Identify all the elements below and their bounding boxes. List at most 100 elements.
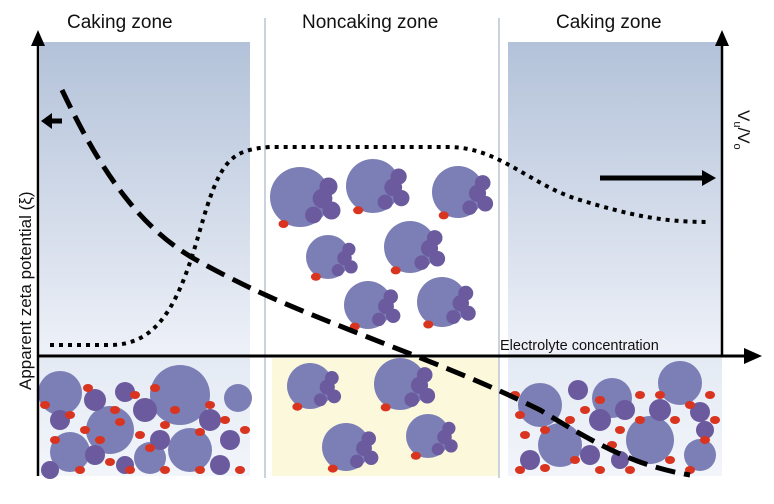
- medium-particle: [426, 230, 443, 246]
- medium-particle: [342, 242, 356, 256]
- y-axis-right-arrowhead: [715, 30, 729, 46]
- ion-particle: [685, 466, 695, 474]
- ion-particle: [670, 416, 680, 424]
- ion-particle: [220, 416, 230, 424]
- ion-particle: [278, 220, 289, 228]
- particle-layer: [38, 159, 720, 479]
- medium-particle: [419, 387, 436, 404]
- ion-particle: [710, 416, 720, 424]
- medium-particle: [364, 450, 379, 465]
- medium-particle: [344, 260, 358, 274]
- ion-particle: [665, 456, 675, 464]
- ion-particle: [135, 431, 145, 439]
- medium-particle: [611, 451, 629, 469]
- medium-particle: [210, 455, 230, 475]
- medium-particle: [85, 445, 105, 465]
- large-particle: [168, 428, 212, 472]
- ion-particle: [515, 466, 525, 474]
- zone-title-left: Caking zone: [67, 12, 173, 33]
- ion-particle: [565, 416, 575, 424]
- medium-particle: [313, 393, 327, 407]
- ion-particle: [292, 402, 303, 411]
- ion-particle: [700, 436, 710, 444]
- medium-particle: [416, 367, 433, 383]
- medium-particle: [414, 255, 429, 270]
- ion-particle: [145, 444, 155, 452]
- ion-particle: [195, 466, 205, 474]
- medium-particle: [84, 389, 106, 411]
- ion-particle: [595, 396, 605, 404]
- medium-particle: [580, 445, 600, 465]
- large-particle: [684, 439, 716, 471]
- ion-particle: [390, 266, 401, 275]
- ion-particle: [235, 466, 245, 474]
- ion-particle: [150, 384, 160, 392]
- ion-particle: [520, 431, 530, 439]
- medium-particle: [460, 305, 476, 321]
- medium-particle: [350, 454, 364, 469]
- medium-particle: [696, 421, 714, 439]
- ion-particle: [615, 426, 625, 434]
- large-particle: [150, 365, 210, 425]
- x-axis-label: Electrolyte concentration: [500, 338, 659, 354]
- ion-particle: [625, 466, 635, 474]
- ion-particle: [380, 403, 391, 412]
- medium-particle: [372, 312, 386, 327]
- medium-particle: [568, 380, 588, 400]
- medium-particle: [477, 195, 494, 212]
- left-upper-panel: [40, 42, 250, 356]
- ion-particle: [423, 320, 434, 329]
- medium-particle: [444, 439, 458, 453]
- medium-particle: [327, 389, 342, 404]
- ion-particle: [515, 411, 525, 419]
- ion-particle: [570, 456, 580, 464]
- medium-particle: [41, 461, 59, 479]
- arrow-left-icon: [41, 113, 62, 129]
- ion-particle: [80, 426, 90, 434]
- ion-particle: [160, 466, 170, 474]
- y-axis-left-arrowhead: [31, 30, 45, 46]
- ion-particle: [40, 401, 50, 409]
- medium-particle: [442, 421, 456, 435]
- medium-particle: [429, 250, 446, 267]
- ion-particle: [353, 206, 364, 215]
- large-particle: [626, 416, 674, 464]
- medium-particle: [361, 431, 376, 446]
- medium-particle: [446, 310, 461, 324]
- ion-particle: [655, 391, 665, 399]
- ion-particle: [438, 211, 449, 220]
- label-v: V: [734, 110, 753, 122]
- medium-particle: [458, 285, 474, 301]
- large-particle: [134, 442, 166, 474]
- label-sub-o: o: [731, 144, 743, 150]
- ion-particle: [95, 436, 105, 444]
- ion-particle: [130, 391, 140, 399]
- dashed-curve: [59, 88, 691, 478]
- medium-particle: [462, 200, 477, 215]
- medium-particle: [319, 177, 338, 196]
- arrow-right-icon: [600, 170, 716, 186]
- medium-particle: [133, 398, 157, 422]
- ion-particle: [580, 406, 590, 414]
- ion-particle: [75, 466, 85, 474]
- large-particle: [224, 384, 252, 412]
- ion-particle: [310, 272, 321, 281]
- medium-particle: [404, 392, 419, 407]
- large-particle: [538, 423, 582, 467]
- ion-particle: [65, 411, 75, 419]
- ion-particle: [115, 418, 125, 426]
- ion-particle: [195, 428, 205, 436]
- medium-particle: [690, 402, 710, 422]
- medium-particle: [305, 206, 322, 224]
- ion-particle: [105, 458, 115, 466]
- y-axis-left-label: Apparent zeta potential (ξ): [16, 191, 35, 390]
- ion-particle: [540, 464, 550, 472]
- ion-particle: [327, 464, 338, 473]
- ion-particle: [83, 384, 93, 392]
- ion-particle: [170, 406, 180, 414]
- zone-title-right: Caking zone: [556, 12, 662, 33]
- ion-particle: [705, 391, 715, 399]
- y-axis-right-label: Vu/Vo: [731, 110, 753, 150]
- ion-particle: [635, 416, 645, 424]
